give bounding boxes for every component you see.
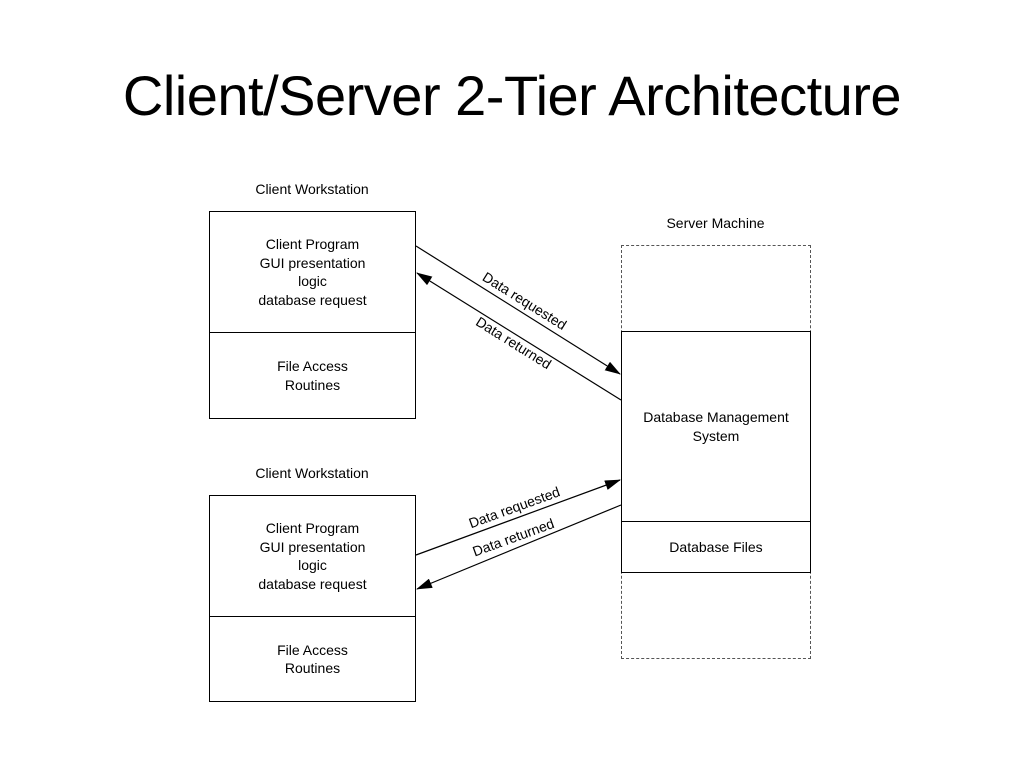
dbms-line: System — [692, 427, 740, 444]
arrow-requested-2 — [415, 479, 621, 556]
file-access-routines-1: File Access Routines — [210, 333, 415, 418]
file-access-line: File Access — [277, 358, 348, 374]
program-line: database request — [258, 575, 367, 592]
program-line: logic — [298, 273, 327, 289]
server-heading: Server Machine — [666, 215, 765, 231]
program-line: database request — [258, 291, 367, 308]
label-returned-1: Data returned — [473, 313, 554, 372]
arrow-returned-2 — [416, 504, 622, 590]
database-management-system: Database Management System — [622, 332, 810, 522]
client-program-2: Client Program GUI presentation logic da… — [210, 496, 415, 617]
file-access-line: Routines — [284, 660, 341, 676]
file-access-line: File Access — [277, 641, 348, 658]
client-workstation-2: Client Program GUI presentation logic da… — [209, 495, 416, 702]
database-files: Database Files — [622, 522, 810, 572]
dbms-line: Database Management — [643, 409, 789, 425]
workstation-1-heading: Client Workstation — [255, 181, 369, 197]
server-db-stack: Database Management System Database File… — [621, 331, 811, 573]
page-title: Client/Server 2-Tier Architecture — [122, 64, 902, 127]
client-workstation-1: Client Program GUI presentation logic da… — [209, 211, 416, 419]
program-line: GUI presentation — [259, 538, 366, 555]
arrow-requested-1 — [415, 245, 621, 375]
file-access-line: Routines — [284, 376, 341, 393]
workstation-2-heading: Client Workstation — [255, 465, 369, 481]
program-line: GUI presentation — [259, 254, 366, 271]
arrow-returned-1 — [416, 272, 622, 401]
database-files-label: Database Files — [669, 538, 763, 555]
client-program-1: Client Program GUI presentation logic da… — [210, 212, 415, 333]
file-access-routines-2: File Access Routines — [210, 617, 415, 701]
program-line: Client Program — [265, 520, 360, 536]
program-line: Client Program — [265, 236, 360, 252]
program-line: logic — [298, 557, 327, 573]
